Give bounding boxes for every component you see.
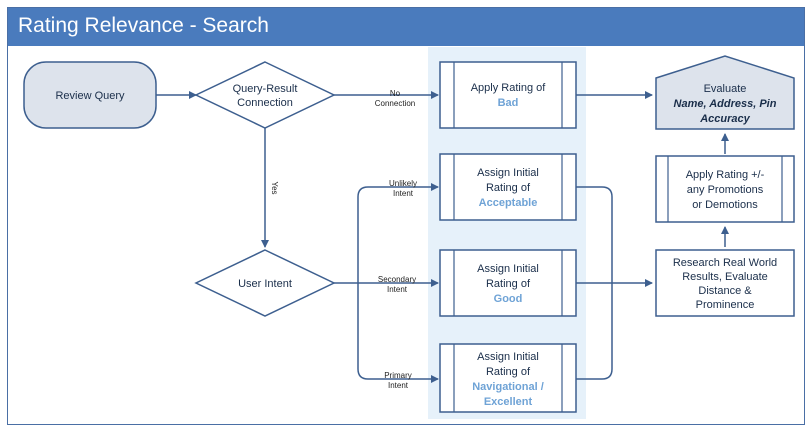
navigational-rating-2: Excellent: [484, 396, 533, 408]
node-rating-good: [439, 249, 577, 317]
node-user-intent: [194, 249, 336, 317]
node-research: [655, 249, 795, 317]
edge-navigational-to-research: [576, 283, 613, 380]
header-bar: Rating Relevance - Search: [8, 8, 804, 46]
bad-rating: Bad: [498, 97, 519, 109]
connection-label-2: Connection: [237, 97, 293, 109]
label-unlikely-2: Intent: [393, 189, 414, 198]
node-rating-bad: [439, 61, 577, 129]
node-promotions: [655, 155, 795, 223]
acceptable-line2: Rating of: [486, 182, 531, 194]
label-secondary-1: Secondary: [378, 275, 416, 284]
good-rating: Good: [494, 293, 523, 305]
node-review-query: [23, 61, 157, 129]
evaluate-line3: Accuracy: [699, 113, 750, 125]
page-title: Rating Relevance - Search: [18, 14, 269, 37]
node-query-result-connection: [194, 61, 336, 129]
good-line1: Assign Initial: [477, 263, 539, 275]
bad-line1: Apply Rating of: [471, 82, 547, 94]
edge-acceptable-to-research: [576, 186, 613, 283]
label-secondary-2: Intent: [387, 285, 408, 294]
navigational-rating-1: Navigational /: [472, 381, 544, 393]
evaluate-line2: Name, Address, Pin: [674, 98, 777, 110]
acceptable-rating: Acceptable: [479, 197, 538, 209]
node-rating-navigational: [439, 343, 577, 413]
navigational-line2: Rating of: [486, 366, 531, 378]
evaluate-line1: Evaluate: [704, 83, 747, 95]
review-query-label: Review Query: [55, 90, 125, 102]
node-evaluate: [655, 55, 795, 130]
node-rating-acceptable: [439, 153, 577, 221]
label-no-connection-1: No: [390, 89, 401, 98]
good-line2: Rating of: [486, 278, 531, 290]
promotions-line1: Apply Rating +/-: [686, 169, 765, 181]
promotions-line3: or Demotions: [692, 199, 758, 211]
label-primary-1: Primary: [384, 371, 412, 380]
edge-unlikely-intent: [334, 183, 439, 284]
connection-label-1: Query-Result: [233, 83, 298, 95]
label-yes: Yes: [270, 181, 279, 194]
research-line1: Research Real World: [673, 257, 777, 269]
label-unlikely-1: Unlikely: [389, 179, 417, 188]
research-line2: Results, Evaluate: [682, 271, 768, 283]
user-intent-label: User Intent: [238, 278, 292, 290]
label-no-connection-2: Connection: [375, 99, 415, 108]
edge-primary-intent: [357, 283, 439, 383]
research-line4: Prominence: [696, 299, 755, 311]
research-line3: Distance &: [698, 285, 752, 297]
acceptable-line1: Assign Initial: [477, 167, 539, 179]
label-primary-2: Intent: [388, 381, 409, 390]
promotions-line2: any Promotions: [687, 184, 764, 196]
navigational-line1: Assign Initial: [477, 351, 539, 363]
